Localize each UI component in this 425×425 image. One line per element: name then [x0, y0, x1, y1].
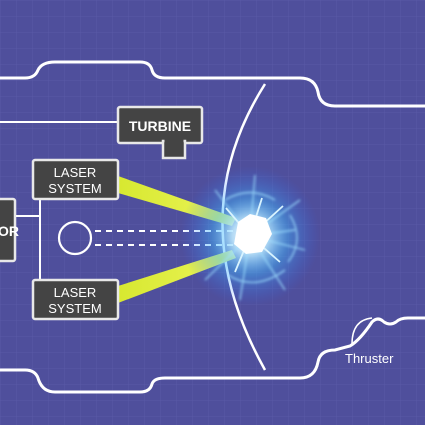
fusion-flash — [180, 166, 320, 306]
engine-housing-outline-bottom — [0, 316, 425, 394]
laser-system-top-box: LASER SYSTEM — [31, 158, 120, 201]
thruster-leader-line — [351, 317, 373, 345]
laser-bottom-label-line2: SYSTEM — [48, 301, 101, 316]
laser-top-label-line1: LASER — [54, 165, 97, 180]
laser-bottom-label-line1: LASER — [54, 285, 97, 300]
engine-housing-outline — [0, 60, 425, 108]
laser-top-label-line2: SYSTEM — [48, 181, 101, 196]
thruster-label: Thruster — [345, 351, 394, 366]
reactor-box: OR — [0, 197, 19, 263]
turbine-label: TURBINE — [129, 118, 191, 134]
laser-system-bottom-box: LASER SYSTEM — [31, 278, 120, 321]
fuel-pellet-circle — [57, 220, 93, 256]
reactor-label: OR — [0, 223, 19, 239]
turbine-box: TURBINE — [116, 105, 204, 160]
